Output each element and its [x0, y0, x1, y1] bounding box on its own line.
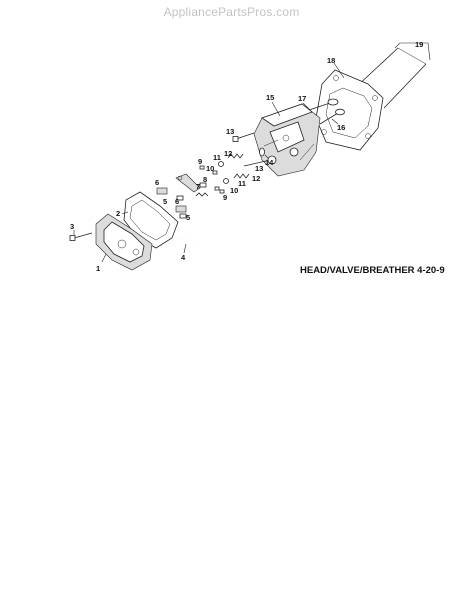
callout-12-lower: 12	[252, 174, 260, 183]
callout-13-lower: 13	[255, 164, 263, 173]
callout-9-lower: 9	[223, 193, 227, 202]
part-4-breather-tube	[167, 236, 195, 254]
site-watermark: AppliancePartsPros.com	[163, 5, 300, 19]
callout-12-upper: 12	[224, 149, 232, 158]
callout-labels: 19 18 17 15 16 13 14 12 11 10 9 8 7 6 6 …	[70, 40, 423, 273]
callout-3: 3	[70, 222, 74, 231]
callout-5-upper: 5	[163, 197, 167, 206]
part-6-pivot-lower	[175, 205, 187, 213]
part-10-keeper-upper	[212, 170, 218, 175]
part-14-washer	[259, 147, 269, 159]
part-9-cap-lower	[214, 186, 220, 191]
callout-11-lower: 11	[238, 179, 246, 188]
callout-19: 19	[415, 40, 423, 49]
part-1-valve-cover	[95, 213, 153, 271]
part-11-retainer-lower	[223, 178, 229, 184]
callout-2: 2	[116, 209, 120, 218]
part-7-rocker-arm	[175, 173, 201, 193]
part-11-retainer-upper	[218, 161, 224, 167]
part-9-cap-upper	[199, 165, 205, 170]
callout-6-lower: 6	[175, 197, 179, 206]
part-5-nut-upper	[176, 195, 184, 201]
part-13-bolt-upper	[232, 132, 255, 142]
callout-4: 4	[181, 253, 186, 262]
part-3-bolt	[69, 230, 93, 241]
callout-10-upper: 10	[206, 164, 214, 173]
part-16-valve	[319, 108, 345, 125]
callout-6-upper: 6	[155, 178, 159, 187]
part-12-valve-spring-upper	[227, 153, 244, 159]
callout-7: 7	[196, 182, 200, 191]
part-10-keeper-lower	[219, 189, 225, 194]
part-8-guide	[199, 182, 207, 188]
callout-13-upper: 13	[226, 127, 234, 136]
callout-9-upper: 9	[198, 157, 202, 166]
part-15-cylinder-head	[253, 101, 321, 177]
callout-10-lower: 10	[230, 186, 238, 195]
callout-14: 14	[265, 158, 274, 167]
part-6-pivot-upper	[156, 187, 168, 195]
part-5-nut-lower	[179, 213, 187, 219]
part-18-head-gasket	[315, 62, 384, 151]
callout-5-lower: 5	[186, 213, 190, 222]
callout-11-upper: 11	[213, 153, 221, 162]
part-12-valve-spring-lower	[233, 173, 250, 179]
callout-8: 8	[203, 175, 207, 184]
callout-16: 16	[337, 123, 345, 132]
part-17-valve	[302, 98, 339, 112]
callout-18: 18	[327, 56, 335, 65]
callout-17: 17	[298, 94, 306, 103]
part-rocker-lower	[195, 192, 209, 197]
part-13-stud-lower	[243, 160, 267, 167]
callout-15: 15	[266, 93, 274, 102]
diagram-caption: HEAD/VALVE/BREATHER 4-20-9	[300, 265, 445, 276]
callout-1: 1	[96, 264, 100, 273]
